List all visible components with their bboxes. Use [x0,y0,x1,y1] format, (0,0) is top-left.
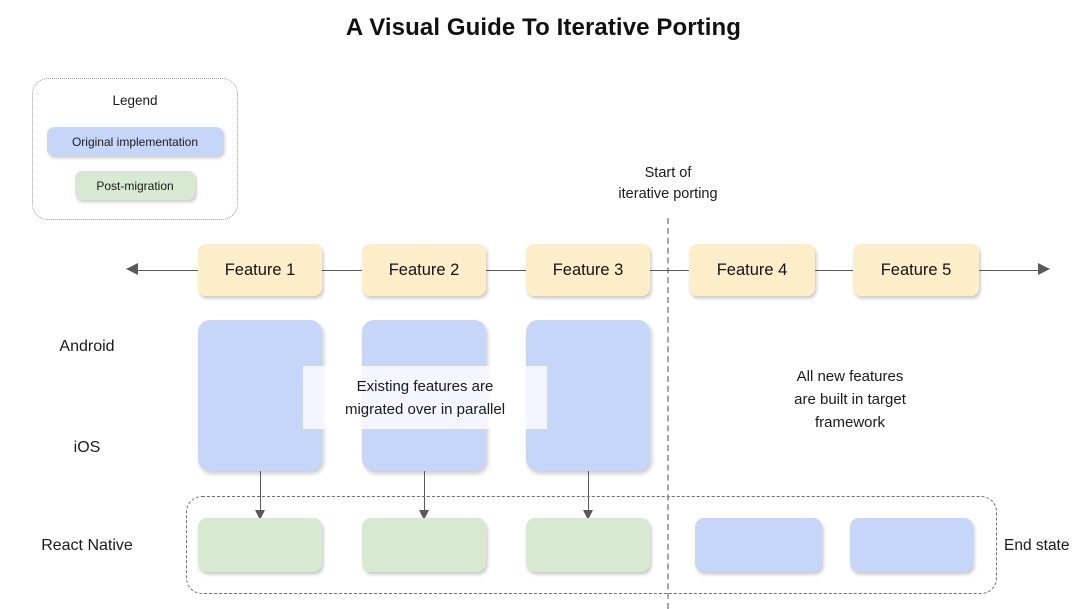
feature-box-4[interactable]: Feature 4 [689,244,815,296]
end-state-container [186,496,997,594]
migration-arrow-line-feature-2 [424,471,426,512]
legend-heading: Legend [112,93,158,108]
end-state-label: End state [1004,537,1070,554]
timeline-arrow-left-icon [126,263,138,275]
migration-caption: Existing features are migrated over in p… [344,378,506,418]
migration-arrow-line-feature-1 [260,471,262,512]
react-native-box-feature-3 [526,518,650,572]
migration-arrow-head-feature-3-icon [583,510,593,520]
row-label-android: Android [59,338,115,355]
migration-arrow-head-feature-2-icon [419,510,429,520]
legend-container: Legend Original implementation Post-migr… [32,78,238,220]
migration-caption-backdrop [303,366,547,429]
react-native-box-feature-4 [695,518,822,572]
react-native-box-feature-5 [850,518,973,572]
row-label-react-native: React Native [41,537,133,554]
feature-box-2[interactable]: Feature 2 [362,244,486,296]
feature-box-5[interactable]: Feature 5 [853,244,979,296]
timeline-arrow-right-icon [1038,263,1050,275]
porting-start-divider [667,218,669,609]
migration-arrow-head-feature-1-icon [255,510,265,520]
migration-arrow-line-feature-3 [588,471,590,512]
react-native-box-feature-1 [198,518,322,572]
legend-swatch-original-implementation: Original implementation [47,127,223,156]
react-native-box-feature-2 [362,518,486,572]
start-of-porting-annotation: Start of iterative porting [618,165,718,202]
row-label-ios: iOS [73,439,101,456]
feature-box-3[interactable]: Feature 3 [526,244,650,296]
new-features-caption: All new features are built in target fra… [794,368,906,431]
legend-swatch-post-migration: Post-migration [75,171,195,200]
feature-box-1[interactable]: Feature 1 [198,244,322,296]
page-title: A Visual Guide To Iterative Porting [345,14,742,41]
native-column-feature-1 [198,320,322,471]
